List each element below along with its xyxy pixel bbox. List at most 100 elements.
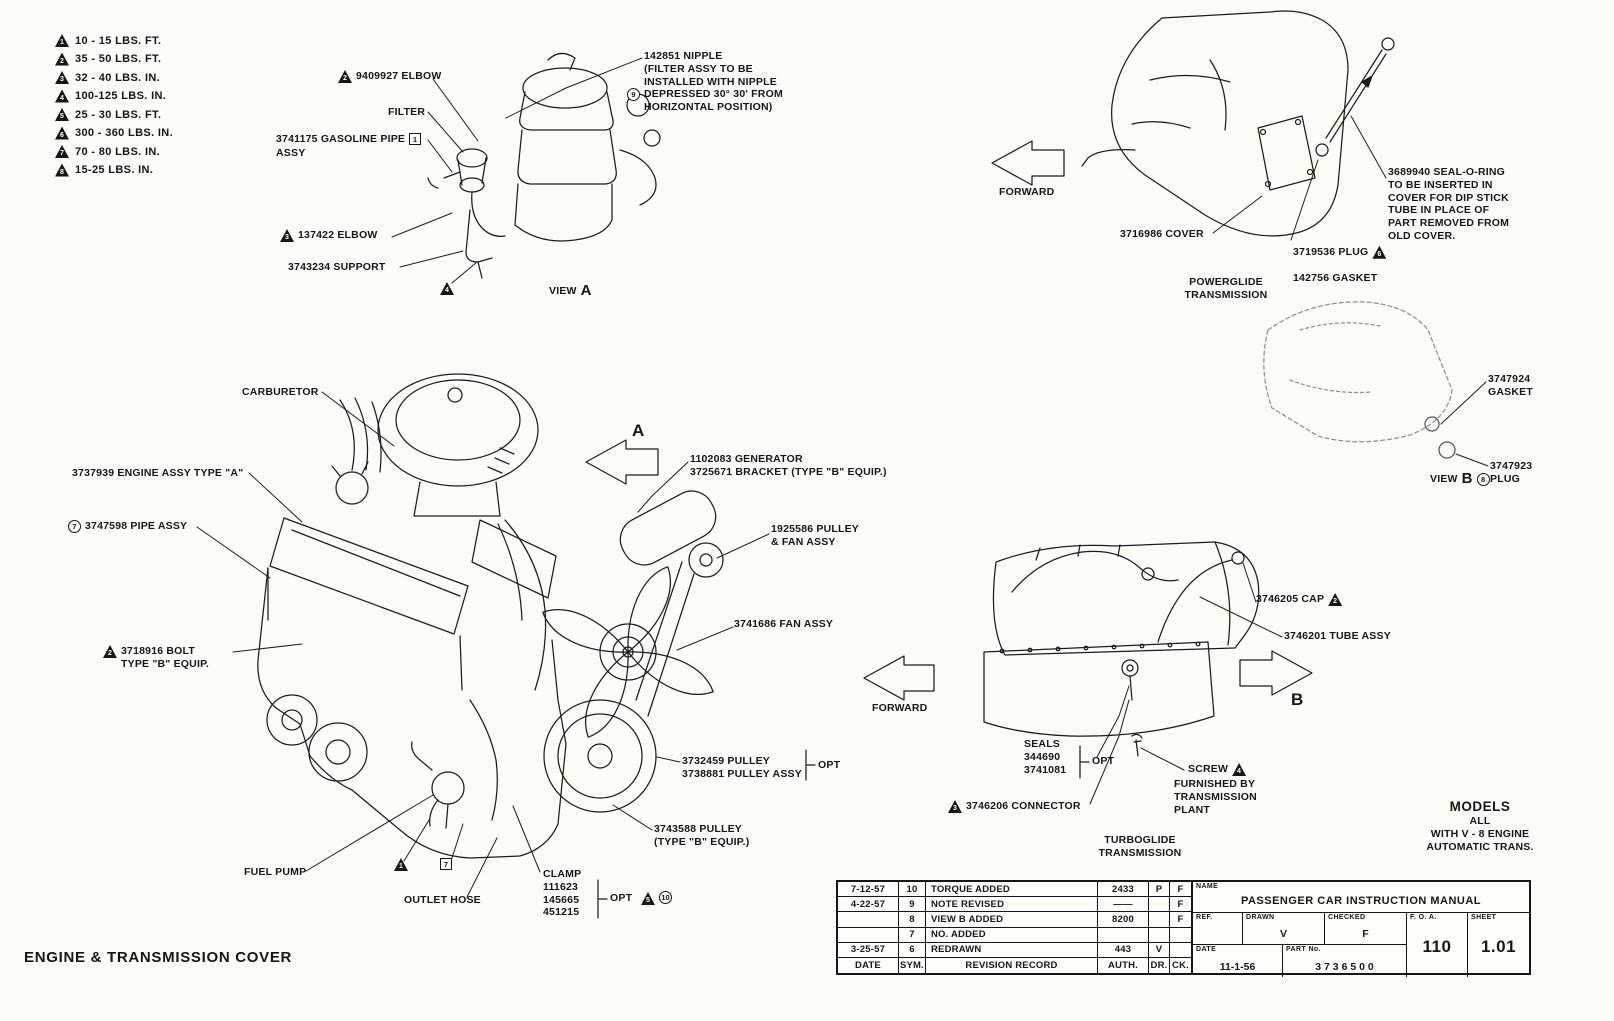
revision-circle-icon: 7 bbox=[68, 520, 81, 533]
revision-circle-icon: 8 bbox=[1476, 472, 1490, 486]
label-seals: SEALS 344690 3741081 bbox=[1024, 738, 1067, 776]
label-pipe-assy: 7 3747598 PIPE ASSY bbox=[68, 520, 187, 533]
label-text: 137422 ELBOW bbox=[298, 229, 378, 242]
label-gasoline-pipe-assy: ASSY bbox=[276, 147, 306, 159]
opt-brackets bbox=[597, 745, 1090, 919]
part-value: 3 7 3 6 5 0 0 bbox=[1315, 961, 1374, 973]
legend-text: 10 - 15 LBS. FT. bbox=[75, 34, 162, 47]
label-text: 3718916 BOLT TYPE "B" EQUIP. bbox=[121, 645, 210, 670]
label-screw-note: FURNISHED BY TRANSMISSION PLANT bbox=[1174, 778, 1257, 816]
torque-triangle-icon: 4 bbox=[1232, 763, 1247, 776]
label-pulley-type-b: 3743588 PULLEY (TYPE "B" EQUIP.) bbox=[654, 823, 750, 848]
view-word: VIEW bbox=[1430, 472, 1458, 485]
label-forward-top: FORWARD bbox=[999, 186, 1055, 198]
rev-cell: 6 bbox=[899, 942, 926, 958]
label-forward-bottom: FORWARD bbox=[872, 702, 928, 714]
rev-header-cell: REVISION RECORD bbox=[926, 957, 1098, 973]
view-letter-a: A bbox=[632, 421, 645, 440]
checked-value: F bbox=[1362, 928, 1369, 940]
torque-triangle-icon: 2 bbox=[103, 645, 117, 658]
label-pulley-opt: 3732459 PULLEY 3738881 PULLEY ASSY bbox=[682, 755, 802, 780]
forward-arrow-icon bbox=[863, 655, 935, 701]
label-view-a: VIEW A bbox=[549, 282, 592, 300]
torque-triangle-icon: 6 bbox=[1372, 245, 1387, 259]
page-title: ENGINE & TRANSMISSION COVER bbox=[24, 949, 293, 966]
revision-circle-icon: 9 bbox=[627, 88, 640, 101]
label-gasket-3747924: 3747924 GASKET bbox=[1488, 373, 1533, 398]
rev-cell: 4-22-57 bbox=[838, 897, 899, 913]
label-opt-1: OPT bbox=[818, 759, 841, 771]
rev-cell bbox=[1149, 927, 1170, 943]
rev-cell: NO. ADDED bbox=[926, 927, 1098, 943]
rev-cell: F bbox=[1170, 897, 1191, 913]
label-elbow-137422: 3 137422 ELBOW bbox=[280, 229, 377, 242]
label-gasoline-pipe: 3741175 GASOLINE PIPE 1 bbox=[276, 133, 422, 146]
rev-cell bbox=[1170, 943, 1191, 958]
rev-cell bbox=[1098, 927, 1149, 943]
ref-cell: REF. bbox=[1193, 913, 1243, 945]
label-fuel-pump: FUEL PUMP bbox=[244, 866, 307, 878]
rev-cell bbox=[838, 912, 899, 928]
revision-circle-icon: 10 bbox=[659, 891, 672, 904]
torque-triangle-icon: 6 bbox=[55, 126, 69, 140]
caption-turboglide: TURBOGLIDE TRANSMISSION bbox=[1098, 834, 1182, 859]
legend-text: 70 - 80 LBS. IN. bbox=[75, 145, 161, 158]
torque-triangle-icon: 7 bbox=[55, 145, 69, 158]
title-block: NAME PASSENGER CAR INSTRUCTION MANUAL RE… bbox=[1193, 882, 1529, 977]
label-text: 3746205 CAP bbox=[1256, 593, 1325, 606]
manual-name: PASSENGER CAR INSTRUCTION MANUAL bbox=[1240, 895, 1482, 907]
drawn-caption: DRAWN bbox=[1246, 914, 1275, 921]
view-letter: B bbox=[1461, 470, 1473, 487]
legend-text: 32 - 40 LBS. IN. bbox=[75, 71, 161, 84]
label-carburetor: CARBURETOR bbox=[242, 386, 319, 398]
rev-cell: REDRAWN bbox=[926, 942, 1098, 958]
torque-triangle-icon: 1 bbox=[55, 34, 69, 47]
label-text: 3746206 CONNECTOR bbox=[966, 800, 1081, 813]
rev-cell bbox=[1149, 897, 1170, 913]
label-outlet-hose: OUTLET HOSE bbox=[404, 894, 481, 906]
rev-cell: TORQUE ADDED bbox=[926, 882, 1098, 898]
torque-triangle-icon: 2 bbox=[55, 52, 69, 66]
label-text: 9409927 ELBOW bbox=[356, 70, 442, 83]
ref-caption: REF. bbox=[1196, 914, 1213, 921]
rev-cell: NOTE REVISED bbox=[926, 897, 1098, 913]
label-connector: 3 3746206 CONNECTOR bbox=[948, 800, 1081, 813]
torque-triangle-icon: 3 bbox=[55, 71, 69, 84]
drawn-cell: DRAWN V bbox=[1243, 913, 1325, 945]
torque-triangle-icon: 4 bbox=[55, 89, 69, 103]
direction-arrows bbox=[585, 140, 1313, 701]
date-value: 11-1-56 bbox=[1219, 961, 1256, 973]
sheet-caption: SHEET bbox=[1471, 914, 1497, 921]
models-heading: MODELS bbox=[1449, 799, 1511, 814]
rev-cell: 3-25-57 bbox=[838, 942, 899, 958]
rev-cell: F bbox=[1170, 912, 1191, 928]
label-bolt: 2 3718916 BOLT TYPE "B" EQUIP. bbox=[103, 645, 209, 671]
label-engine-assy: 3737939 ENGINE ASSY TYPE "A" bbox=[72, 467, 244, 479]
view-b-arrow-icon bbox=[1239, 650, 1313, 696]
rev-cell: 10 bbox=[899, 882, 926, 898]
part-cell: PART No. 3 7 3 6 5 0 0 bbox=[1283, 945, 1407, 977]
label-filter: FILTER bbox=[388, 106, 426, 118]
label-plug-3747923: 3747923 PLUG bbox=[1490, 460, 1533, 485]
models-line: WITH V - 8 ENGINE bbox=[1430, 828, 1530, 840]
rev-cell: —— bbox=[1098, 897, 1149, 913]
label-generator: 1102083 GENERATOR 3725671 BRACKET (TYPE … bbox=[690, 453, 887, 478]
name-caption: NAME bbox=[1196, 883, 1219, 890]
checked-cell: CHECKED F bbox=[1325, 913, 1407, 945]
engine-art bbox=[257, 373, 724, 859]
revision-record-grid: 7-12-57 10 TORQUE ADDED 2433 P F 4-22-57… bbox=[838, 882, 1193, 973]
view-word: VIEW bbox=[549, 284, 577, 297]
label-opt-2: OPT bbox=[610, 892, 633, 904]
date-caption: DATE bbox=[1196, 946, 1217, 953]
view-b-art bbox=[1263, 301, 1456, 459]
torque-triangle-icon: 3 bbox=[948, 800, 962, 813]
rev-header-cell: DR. bbox=[1149, 957, 1170, 973]
rev-cell bbox=[1149, 912, 1170, 928]
label-text: 3741175 GASOLINE PIPE bbox=[276, 133, 406, 145]
